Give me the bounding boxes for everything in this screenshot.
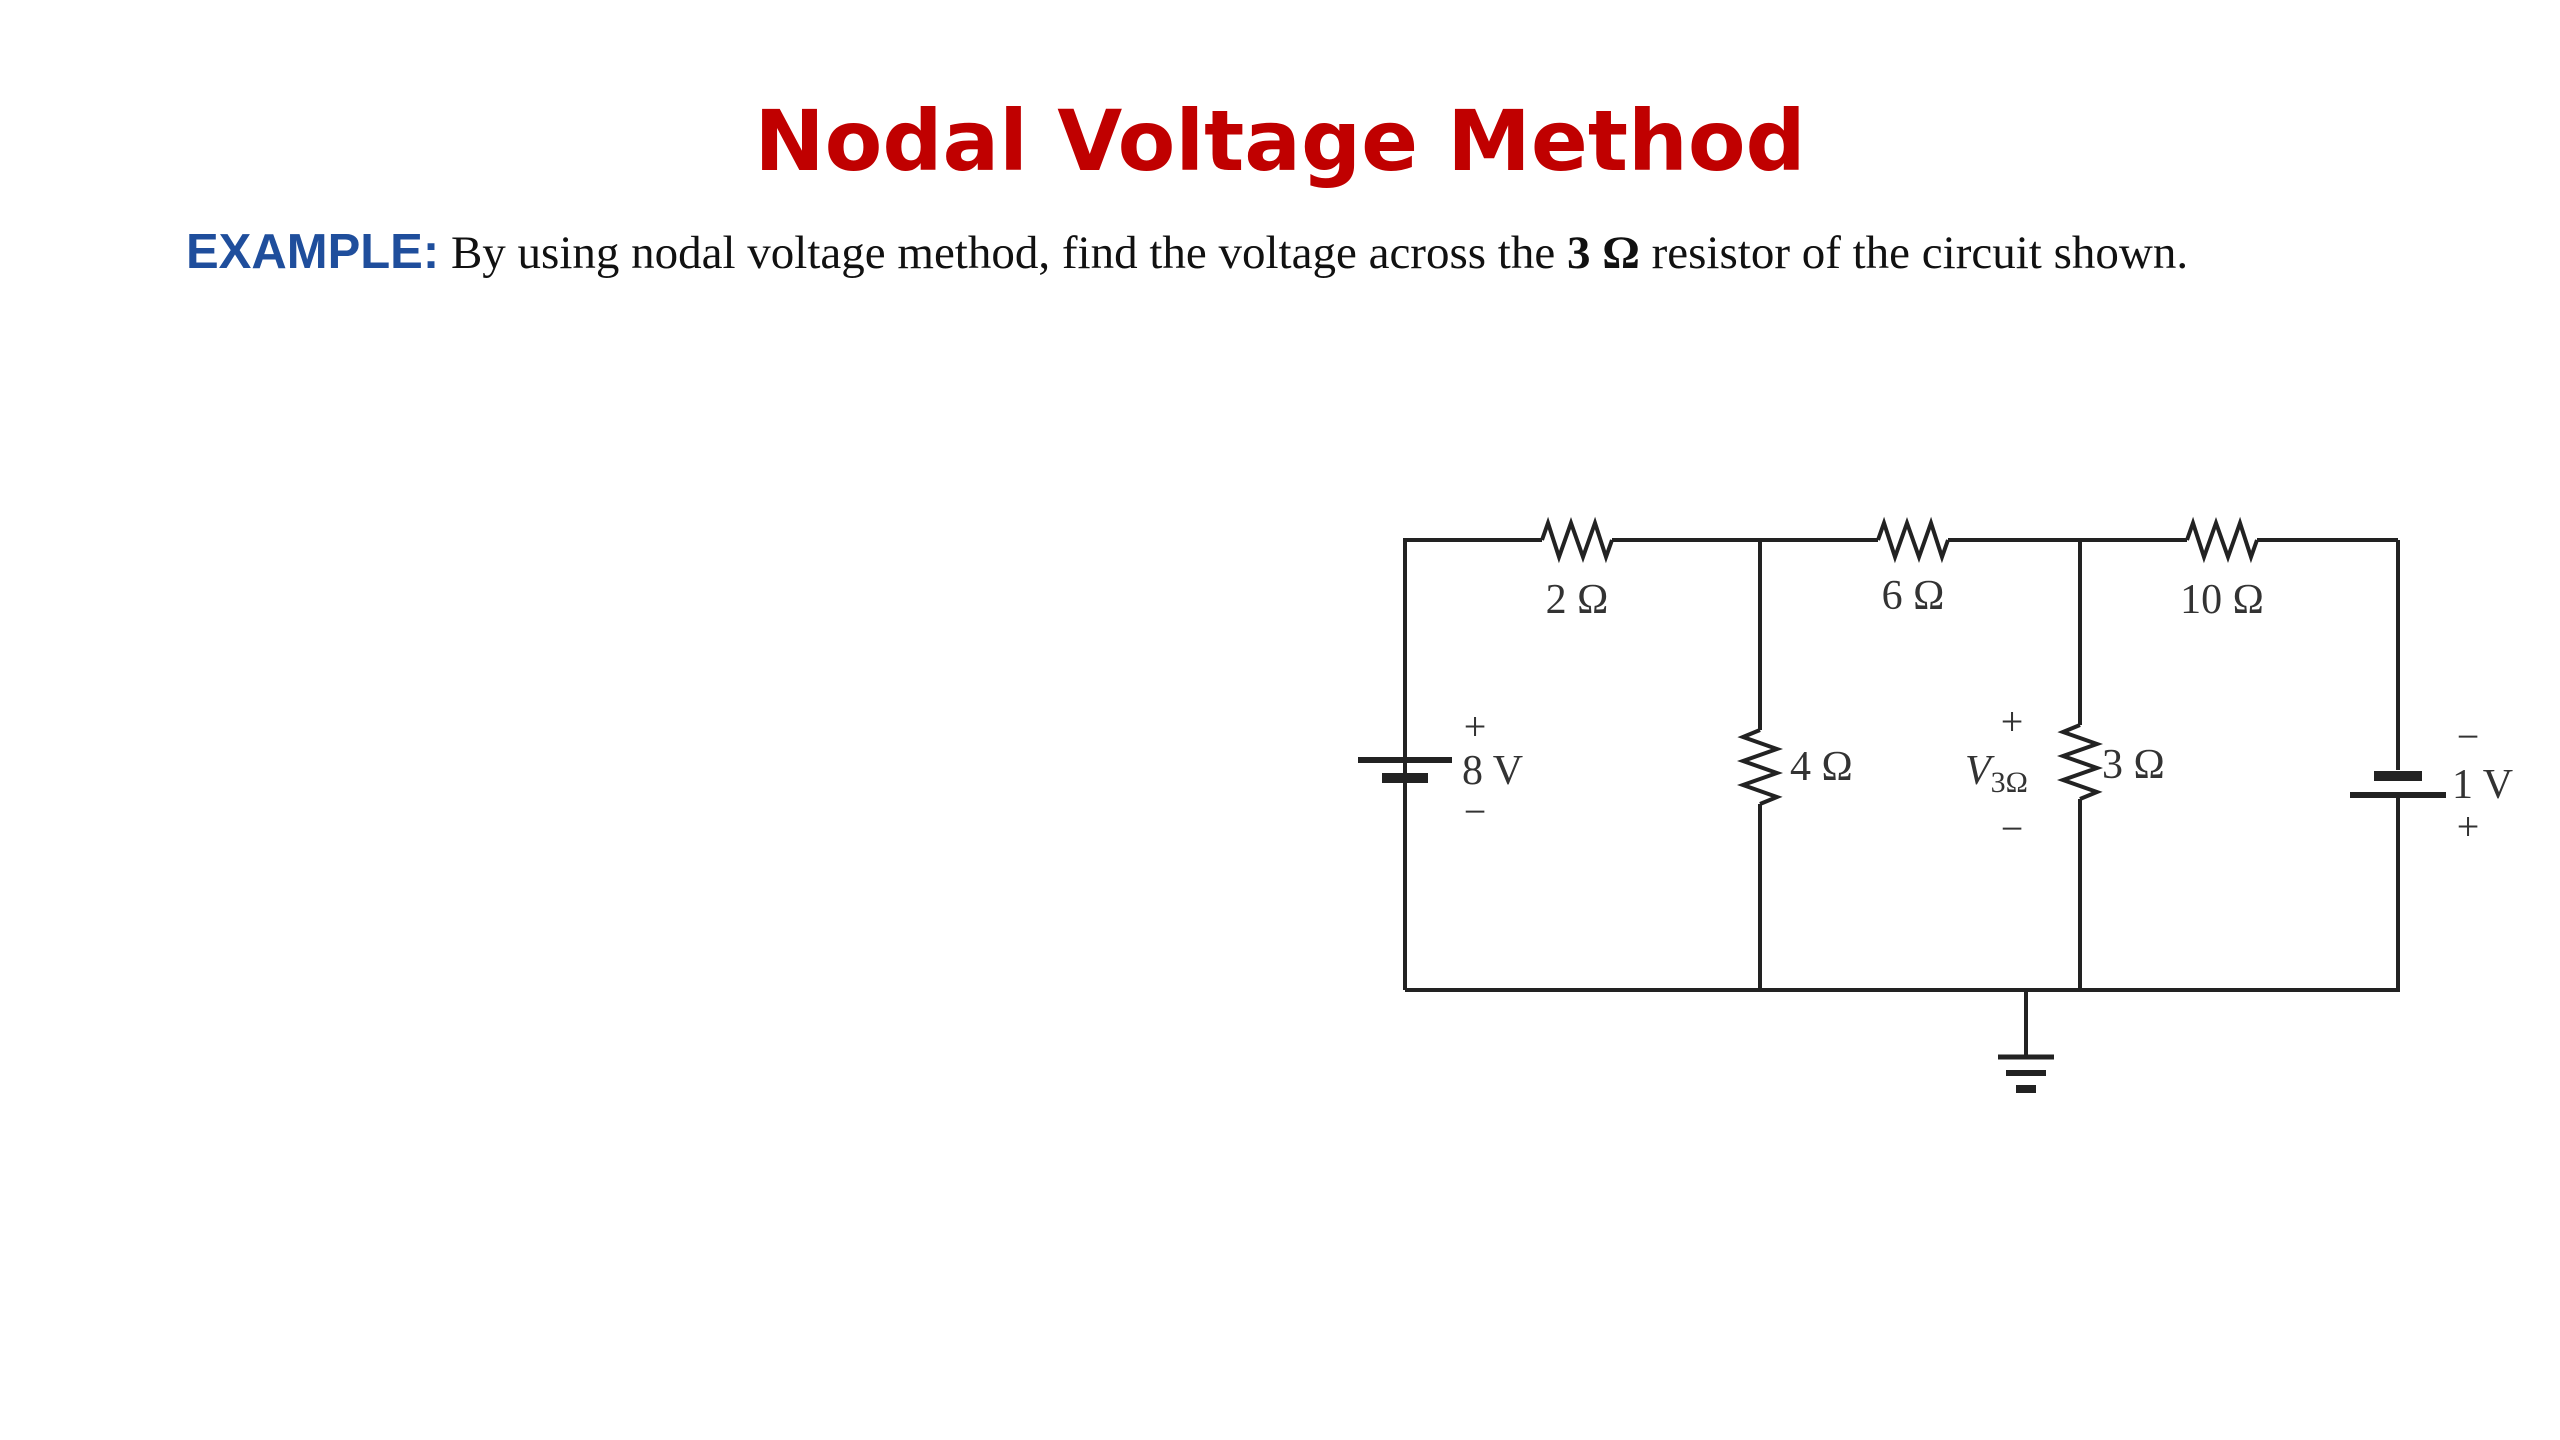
resistor-3-ohm bbox=[2056, 723, 2104, 801]
label-10-ohm: 10 Ω bbox=[2180, 577, 2264, 623]
sign-1v-plus: + bbox=[2457, 804, 2480, 849]
source-1v bbox=[2350, 771, 2446, 990]
label-2-ohm: 2 Ω bbox=[1546, 577, 1609, 623]
resistor-6-ohm bbox=[1876, 516, 1950, 564]
sign-1v-minus: − bbox=[2457, 714, 2480, 759]
sign-v3-plus: + bbox=[2001, 699, 2024, 744]
resistor-10-ohm bbox=[2185, 516, 2259, 564]
source-8v bbox=[1358, 757, 1452, 990]
ground-symbol bbox=[1998, 990, 2054, 1093]
label-v3-voltage: V3Ω bbox=[1965, 748, 2028, 799]
resistor-4-ohm bbox=[1736, 728, 1784, 806]
label-8v: 8 V bbox=[1462, 748, 1523, 794]
example-statement: EXAMPLE: By using nodal voltage method, … bbox=[186, 224, 2486, 280]
example-bold-resistor: 3 Ω bbox=[1566, 227, 1640, 279]
sign-8v-plus: + bbox=[1464, 704, 1487, 749]
label-4-ohm: 4 Ω bbox=[1790, 744, 1853, 790]
resistor-2-ohm bbox=[1540, 516, 1614, 564]
example-text-before: By using nodal voltage method, find the … bbox=[439, 227, 1567, 279]
label-3-ohm: 3 Ω bbox=[2102, 742, 2165, 788]
sign-8v-minus: − bbox=[1464, 789, 1487, 834]
example-label: EXAMPLE: bbox=[186, 225, 440, 279]
v3-subscript: 3Ω bbox=[1991, 766, 2028, 799]
label-6-ohm: 6 Ω bbox=[1882, 573, 1945, 619]
sign-v3-minus: − bbox=[2001, 806, 2024, 851]
page-title: Nodal Voltage Method bbox=[754, 92, 1806, 190]
label-1v: 1 V bbox=[2452, 762, 2513, 808]
example-text-after: resistor of the circuit shown. bbox=[1639, 227, 2189, 279]
v3-symbol: V bbox=[1965, 748, 1995, 794]
